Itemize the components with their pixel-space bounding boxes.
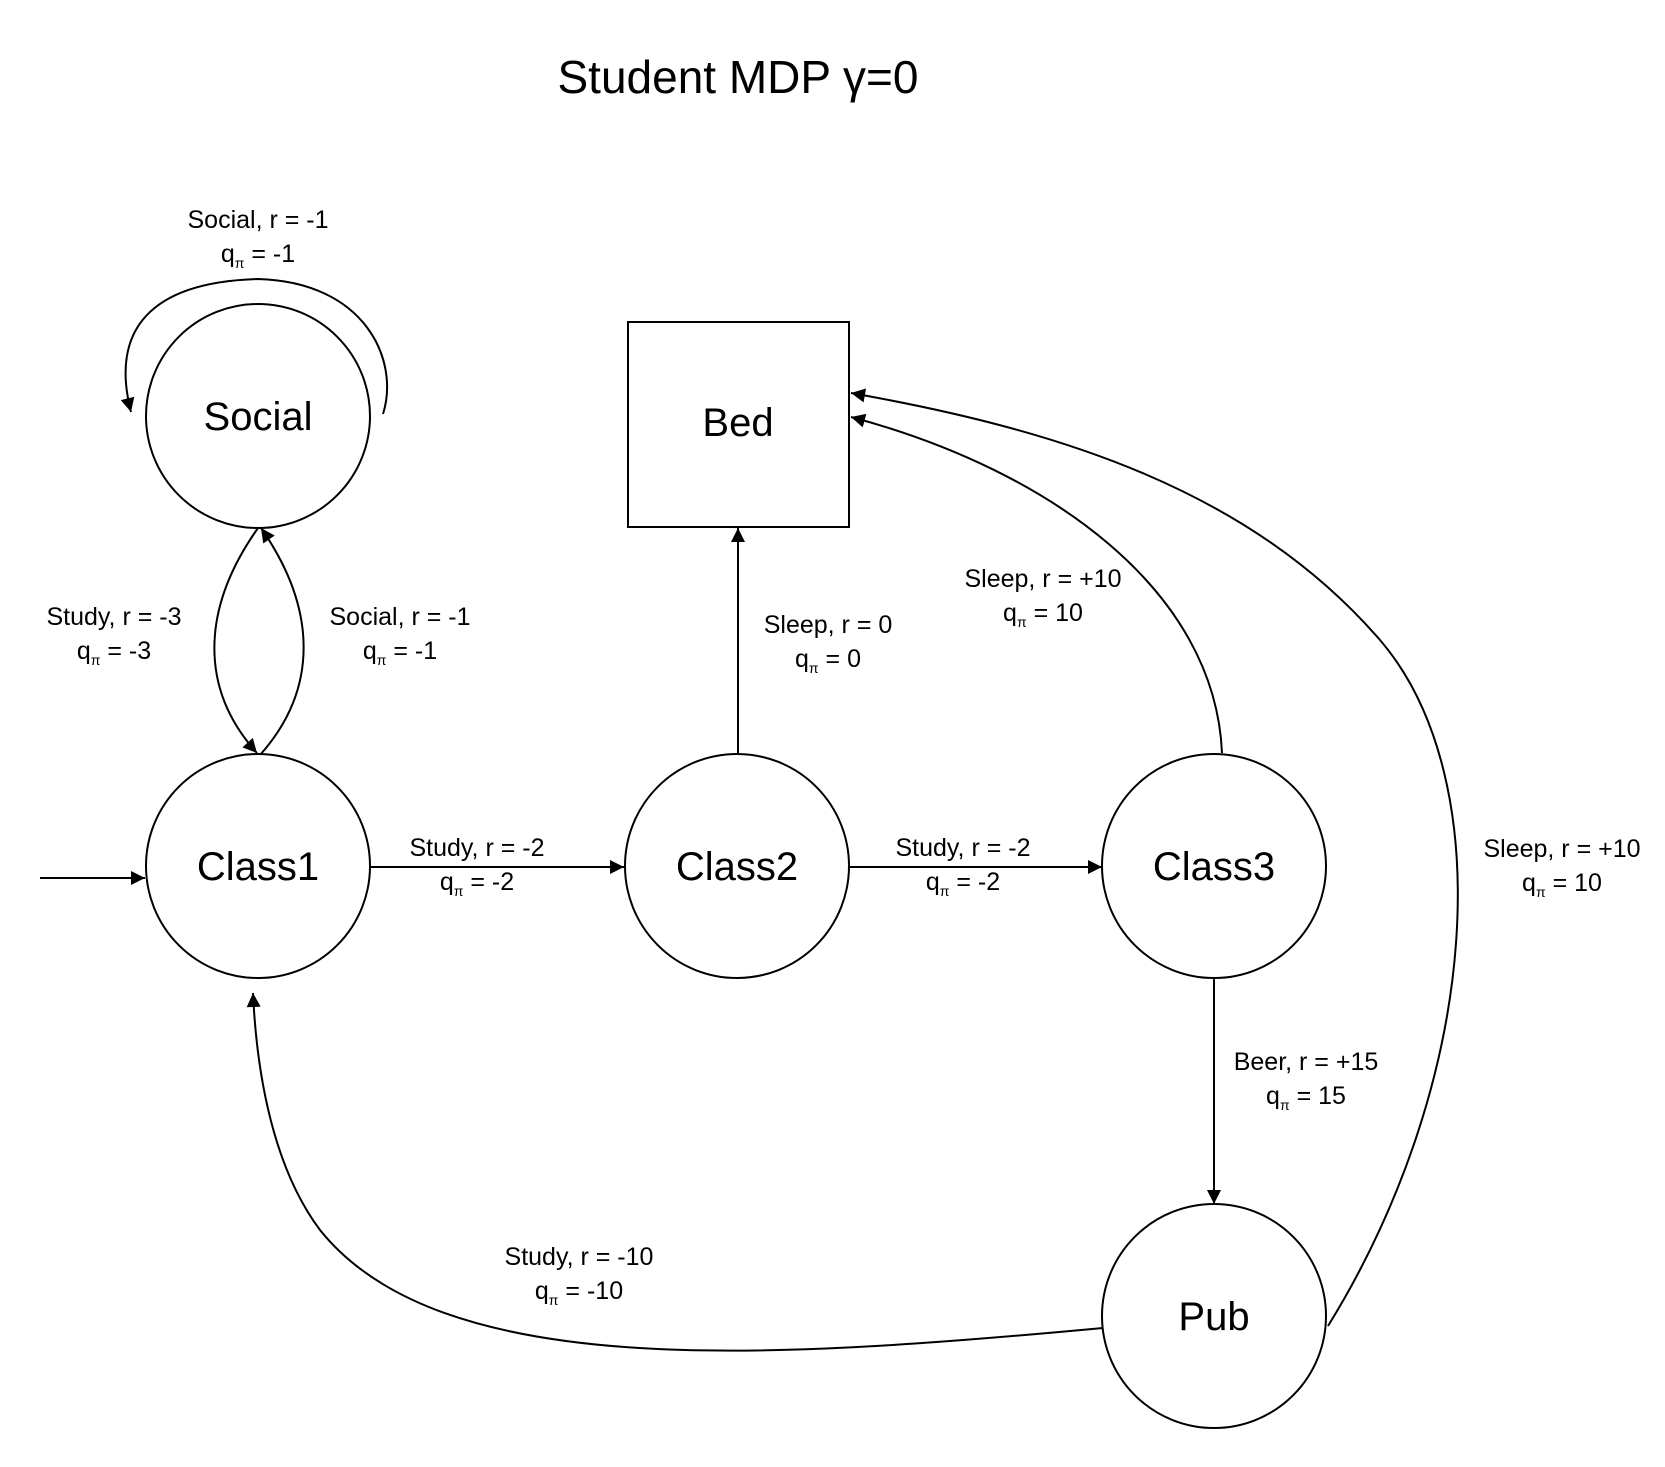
node-pub: Pub [1101,1203,1327,1429]
label-social-self-loop-q: qπ = -1 [221,240,295,271]
label-class3-to-pub-q: qπ = 15 [1266,1082,1346,1113]
diagram-title: Student MDP γ=0 [558,51,919,103]
label-social-to-class1-action: Study, r = -3 [46,603,181,631]
label-class1-to-social-q: qπ = -1 [363,637,437,668]
node-social: Social [145,303,371,529]
label-pub-to-class1-q: qπ = -10 [535,1277,623,1308]
node-bed: Bed [627,321,850,528]
label-class1-to-class2-q: qπ = -2 [440,868,514,899]
edge-social-self-loop [120,277,388,415]
label-pub-to-bed: Sleep, r = +10 qπ = 10 [1483,835,1640,900]
edge-pub-to-bed [850,388,1459,1327]
node-class1-label: Class1 [197,845,319,889]
label-pub-to-bed-q: qπ = 10 [1522,869,1602,900]
label-class2-to-bed: Sleep, r = 0 qπ = 0 [764,611,893,676]
label-pub-to-bed-action: Sleep, r = +10 [1483,835,1640,863]
label-class3-to-bed: Sleep, r = +10 qπ = 10 [964,565,1121,630]
label-class3-to-bed-action: Sleep, r = +10 [964,565,1121,593]
label-class3-to-pub: Beer, r = +15 qπ = 15 [1234,1048,1379,1113]
label-class3-to-pub-action: Beer, r = +15 [1234,1048,1379,1076]
node-social-label: Social [204,395,313,439]
node-class2-label: Class2 [676,845,798,889]
label-class1-to-class2: Study, r = -2 qπ = -2 [409,834,544,899]
node-pub-label: Pub [1178,1295,1249,1339]
node-bed-label: Bed [702,401,773,445]
label-pub-to-class1-action: Study, r = -10 [505,1243,654,1271]
label-pub-to-class1: Study, r = -10 qπ = -10 [505,1243,654,1308]
label-class2-to-bed-action: Sleep, r = 0 [764,611,893,639]
label-class1-to-social-action: Social, r = -1 [329,603,470,631]
label-class2-to-class3-action: Study, r = -2 [895,834,1030,862]
label-class2-to-class3-q: qπ = -2 [926,868,1000,899]
label-class3-to-bed-q: qπ = 10 [1003,599,1083,630]
edge-pub-to-class1 [246,992,1104,1352]
label-class2-to-class3: Study, r = -2 qπ = -2 [895,834,1030,899]
edge-social-to-class1 [213,527,259,754]
node-class1: Class1 [145,753,371,979]
label-class1-to-class2-action: Study, r = -2 [409,834,544,862]
node-class3: Class3 [1101,753,1327,979]
label-social-to-class1-q: qπ = -3 [77,637,151,668]
label-social-self-loop-action: Social, r = -1 [187,206,328,234]
node-class2: Class2 [624,753,850,979]
label-social-self-loop: Social, r = -1 qπ = -1 [187,206,328,271]
edge-class3-to-bed [850,413,1223,754]
label-class1-to-social: Social, r = -1 qπ = -1 [329,603,470,668]
label-social-to-class1: Study, r = -3 qπ = -3 [46,603,181,668]
label-class2-to-bed-q: qπ = 0 [795,645,861,676]
edge-class1-to-social [259,527,305,756]
node-class3-label: Class3 [1153,845,1275,889]
